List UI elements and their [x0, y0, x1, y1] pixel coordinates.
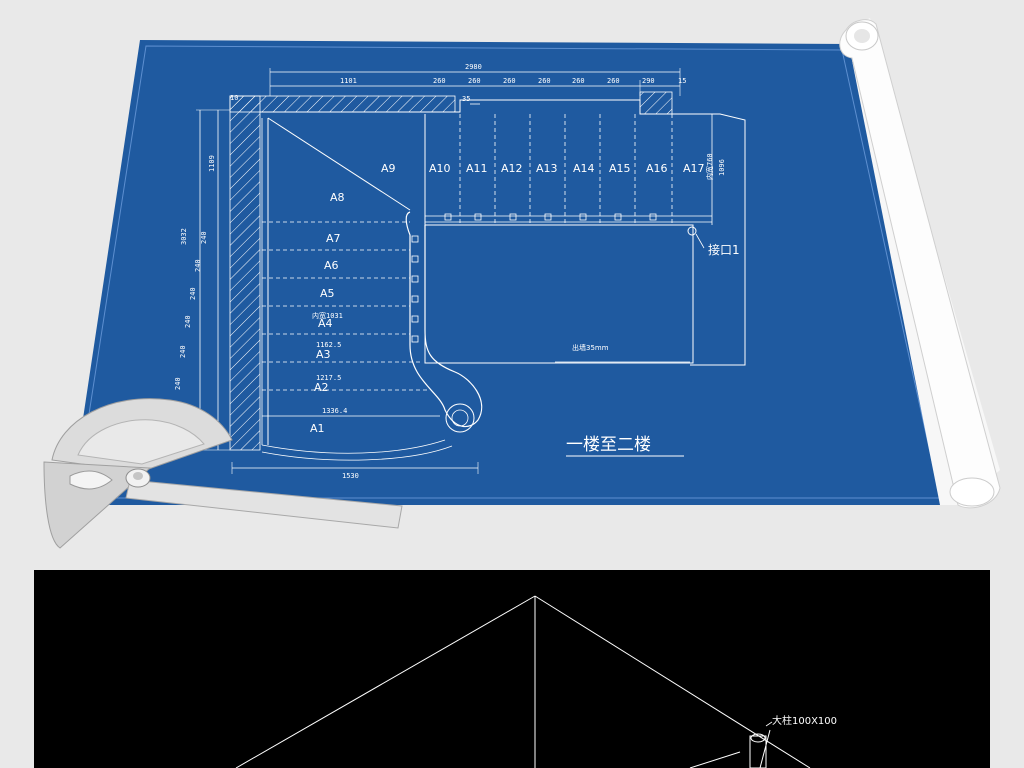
dim-left-240-f: 240 [174, 377, 182, 390]
step-label-a13: A13 [536, 162, 558, 175]
dim-top-260-c: 260 [503, 77, 516, 85]
dim-width-1336: 1336.4 [322, 407, 347, 415]
dim-top-10: 10 [230, 94, 238, 102]
dim-top-260-e: 260 [572, 77, 585, 85]
stair-plan: A1 A2 A3 A4 A5 A6 A7 A8 A9 A10 A11 A12 A… [169, 63, 746, 480]
step-label-a17: A17 [683, 162, 705, 175]
paper-roll-icon [839, 18, 1001, 509]
dim-left-240-d: 240 [184, 315, 192, 328]
dim-top-260-a: 260 [433, 77, 446, 85]
dim-top-260-d: 260 [538, 77, 551, 85]
dim-left-total: 3032 [180, 228, 188, 245]
step-label-a10: A10 [429, 162, 451, 175]
step-label-a14: A14 [573, 162, 595, 175]
dim-left-240-b: 240 [194, 259, 202, 272]
dim-top-15: 15 [678, 77, 686, 85]
dim-left-240-c: 240 [189, 287, 197, 300]
drawing-title: 一楼至二楼 [566, 435, 651, 455]
step-label-a2: A2 [314, 381, 329, 394]
dim-bottom-1530: 1530 [342, 472, 359, 480]
step-label-a9: A9 [381, 162, 396, 175]
dim-left-1109: 1109 [208, 155, 216, 172]
step-label-a8: A8 [330, 191, 345, 204]
step-label-a4: A4 [318, 317, 333, 330]
protractor-ruler-icon [43, 398, 403, 549]
dim-width-1162: 1162.5 [316, 341, 341, 349]
cad-3d-view: 大柱100X100 [34, 570, 990, 768]
dim-top-260-b: 260 [468, 77, 481, 85]
step-label-a16: A16 [646, 162, 668, 175]
step-label-a12: A12 [501, 162, 523, 175]
dim-top-260-f: 260 [607, 77, 620, 85]
dim-width-1217: 1217.5 [316, 374, 341, 382]
dim-top-1101: 1101 [340, 77, 357, 85]
post-label: 大柱100X100 [772, 714, 837, 727]
dim-inner-width: 内宽1031 [312, 311, 343, 320]
baluster-markers [411, 213, 657, 343]
step-label-a11: A11 [466, 162, 488, 175]
dim-left-240-a: 240 [200, 231, 208, 244]
interface-label: 接口1 [708, 242, 740, 257]
step-label-a7: A7 [326, 232, 341, 245]
dim-left-240-e: 240 [179, 345, 187, 358]
dim-top-total: 2980 [465, 63, 482, 71]
step-label-a3: A3 [316, 348, 331, 361]
overhang-label: 出墙35mm [572, 343, 609, 352]
dim-top-290: 290 [642, 77, 655, 85]
step-label-a15: A15 [609, 162, 631, 175]
step-label-a6: A6 [324, 259, 339, 272]
step-label-a1: A1 [310, 422, 325, 435]
dim-right-inner-760: 内宽760 [705, 153, 714, 180]
step-label-a5: A5 [320, 287, 335, 300]
dim-right-1096: 1096 [718, 159, 726, 176]
dim-top-35: 35 [462, 95, 470, 103]
